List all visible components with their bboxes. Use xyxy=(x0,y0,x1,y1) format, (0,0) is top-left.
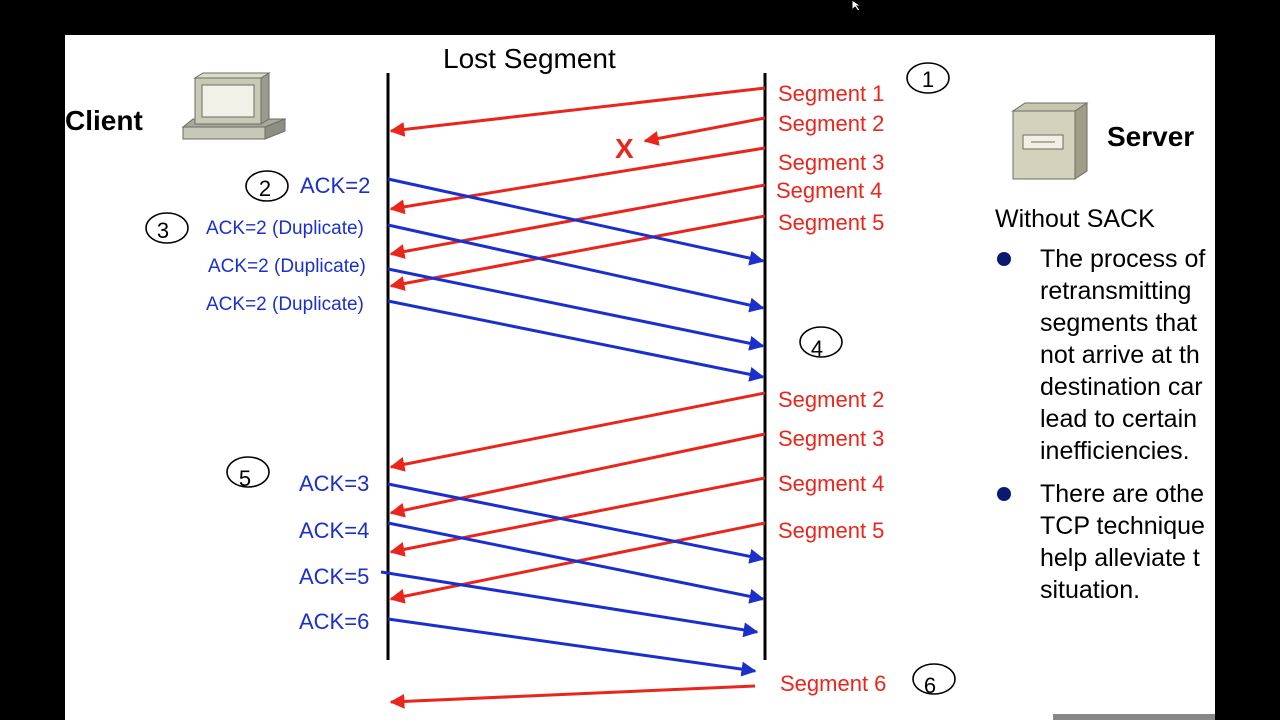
segment-label: Segment 6 xyxy=(780,671,886,697)
segment-label: Segment 2 xyxy=(778,387,884,413)
ack-label: ACK=2 (Duplicate) xyxy=(206,294,364,316)
svg-text:1: 1 xyxy=(922,67,934,92)
svg-text:3: 3 xyxy=(157,218,169,243)
client-computer-icon xyxy=(183,73,285,139)
bullet-text: The process of retransmitting segments t… xyxy=(995,243,1215,467)
ack-label: ACK=3 xyxy=(299,471,369,497)
mouse-cursor-icon xyxy=(852,0,866,12)
bullet-dot-icon xyxy=(997,487,1011,501)
segment-label: Segment 2 xyxy=(778,111,884,137)
ack-label: ACK=6 xyxy=(299,609,369,635)
arrow-segment-6 xyxy=(391,686,755,702)
segment-label: Segment 1 xyxy=(778,81,884,107)
bullet-item: The process of retransmitting segments t… xyxy=(995,243,1215,467)
arrow-ack-3 xyxy=(388,484,763,559)
slide: 1 2 3 4 5 6 xyxy=(65,35,1215,720)
bullet-dot-icon xyxy=(997,252,1011,266)
arrow-retx-segment-4 xyxy=(391,478,765,552)
ack-label: ACK=2 (Duplicate) xyxy=(208,256,366,278)
arrow-segment-1 xyxy=(391,88,765,131)
segment-label: Segment 4 xyxy=(776,178,882,204)
segment-label: Segment 5 xyxy=(778,210,884,236)
segment-label: Segment 5 xyxy=(778,518,884,544)
arrow-ack-2-dup-1 xyxy=(388,225,763,308)
step-marker-5: 5 xyxy=(227,457,269,491)
svg-text:5: 5 xyxy=(239,466,251,491)
step-marker-2: 2 xyxy=(246,171,288,201)
arrow-segment-2-lost xyxy=(645,118,765,141)
arrow-ack-2 xyxy=(388,179,763,261)
notes-heading: Without SACK xyxy=(995,205,1155,234)
ack-label: ACK=4 xyxy=(299,518,369,544)
scrollbar[interactable] xyxy=(1053,714,1215,720)
lost-segment-marker: X xyxy=(615,133,634,165)
svg-text:4: 4 xyxy=(811,336,823,361)
arrow-ack-6 xyxy=(388,619,755,671)
bullet-text: There are othe TCP technique help allevi… xyxy=(995,478,1215,606)
arrow-segment-3 xyxy=(391,148,765,209)
ack-label: ACK=5 xyxy=(299,564,369,590)
arrow-ack-2-dup-3 xyxy=(388,301,763,377)
arrow-ack-5 xyxy=(381,572,757,632)
bullet-item: There are othe TCP technique help allevi… xyxy=(995,478,1215,606)
server-icon xyxy=(1013,103,1087,179)
svg-text:6: 6 xyxy=(924,673,936,698)
ack-label: ACK=2 (Duplicate) xyxy=(206,218,364,240)
step-marker-3: 3 xyxy=(146,213,188,243)
arrow-retx-segment-2 xyxy=(391,393,765,467)
svg-text:2: 2 xyxy=(259,176,271,201)
step-marker-4: 4 xyxy=(800,327,842,361)
segment-label: Segment 3 xyxy=(778,150,884,176)
diagram-title: Lost Segment xyxy=(443,43,616,75)
arrow-ack-2-dup-2 xyxy=(388,269,763,346)
server-label: Server xyxy=(1107,121,1194,153)
arrow-retx-segment-3 xyxy=(391,434,765,513)
step-marker-6: 6 xyxy=(913,664,955,698)
segment-label: Segment 3 xyxy=(778,426,884,452)
step-marker-1: 1 xyxy=(907,63,949,93)
ack-label: ACK=2 xyxy=(300,173,370,199)
segment-label: Segment 4 xyxy=(778,471,884,497)
arrow-segment-5 xyxy=(391,216,765,286)
client-label: Client xyxy=(65,105,143,137)
